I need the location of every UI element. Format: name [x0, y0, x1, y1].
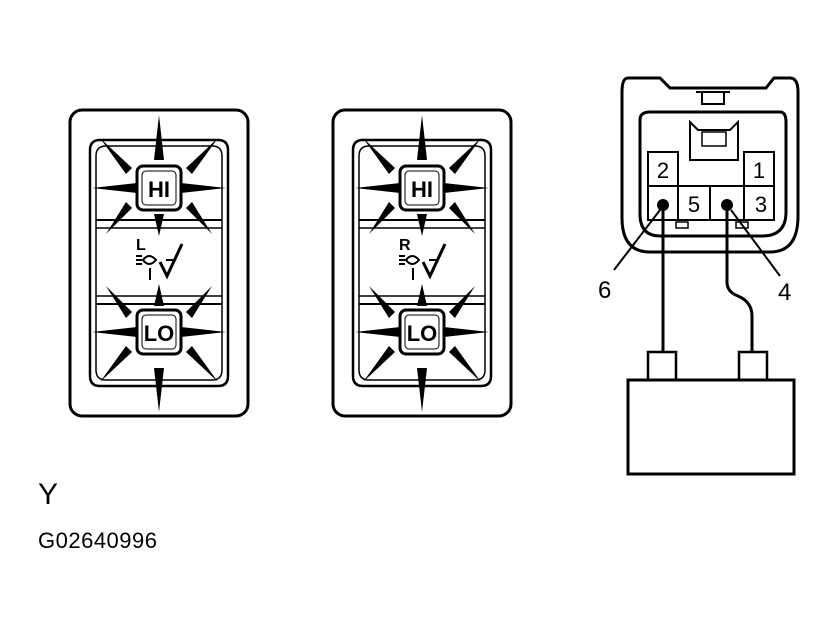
- figure-caption-letter: Y: [38, 478, 59, 511]
- callout-pin-4: 4: [778, 279, 791, 306]
- pin-3-label: 3: [755, 192, 767, 217]
- right-headlamp-switch: HI LO R: [331, 108, 513, 418]
- hi-button-label: HI: [148, 177, 170, 202]
- pin-5-label: 5: [688, 192, 700, 217]
- connector: 1 2 3 5 6 4: [598, 76, 800, 306]
- hi-button-label: HI: [411, 177, 433, 202]
- figure-id: G02640996: [38, 528, 158, 553]
- pin-1-label: 1: [753, 158, 765, 183]
- pin-2-label: 2: [657, 158, 669, 183]
- test-leads: [661, 205, 754, 352]
- lo-button-label: LO: [407, 321, 438, 346]
- side-letter: L: [136, 237, 146, 254]
- left-headlamp-switch: HI LO L: [68, 108, 250, 418]
- callout-pin-6: 6: [598, 277, 611, 304]
- side-letter: R: [399, 237, 411, 254]
- battery: [626, 350, 796, 476]
- lo-button-label: LO: [144, 321, 175, 346]
